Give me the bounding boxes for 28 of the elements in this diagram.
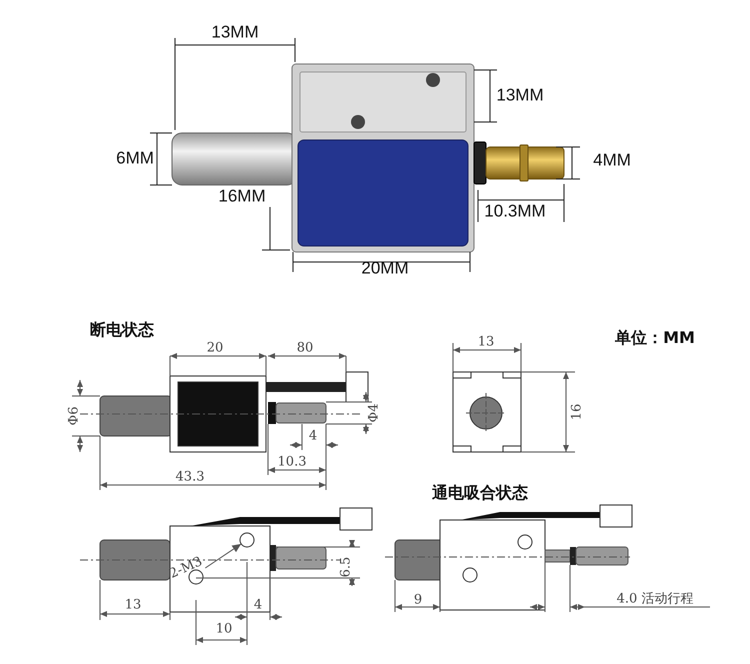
- leader-line: [204, 543, 242, 568]
- dimension-label: 43.3: [176, 470, 204, 484]
- dimension-label: 13MM: [211, 24, 259, 40]
- dimension-label: 4.0 活动行程: [616, 592, 694, 606]
- callout-label: 2-M3: [168, 555, 204, 581]
- dimension-label: 80: [296, 342, 314, 354]
- dimension-label: 6.5: [340, 556, 352, 578]
- view-heading: 通电吸合状态: [432, 485, 528, 501]
- dimension-label: 4: [254, 598, 262, 612]
- view-heading: 断电状态: [90, 322, 154, 338]
- dimension-label: 13: [124, 598, 142, 612]
- dimension-label: 16MM: [218, 188, 266, 204]
- dimension-label: 16: [570, 404, 584, 420]
- dimension-label: 4MM: [593, 152, 631, 168]
- dimension-label: 10.3MM: [484, 202, 546, 220]
- dimension-label: 10: [216, 622, 232, 636]
- dimension-label: 20: [206, 342, 224, 354]
- dimension-label: 4: [308, 430, 318, 442]
- dimension-label: 13MM: [496, 86, 544, 104]
- mounting-hole: [240, 532, 254, 548]
- dimension-label: 13: [478, 336, 494, 348]
- dimension-label: Φ6: [68, 406, 80, 426]
- dimension-label: 9: [414, 594, 422, 606]
- dimension-label: 10.3: [278, 456, 306, 468]
- dimension-label: 6MM: [116, 150, 154, 166]
- dimension-label: Φ4: [368, 404, 380, 422]
- dimension-label: 20MM: [361, 260, 409, 276]
- unit-note: 单位：MM: [615, 330, 695, 346]
